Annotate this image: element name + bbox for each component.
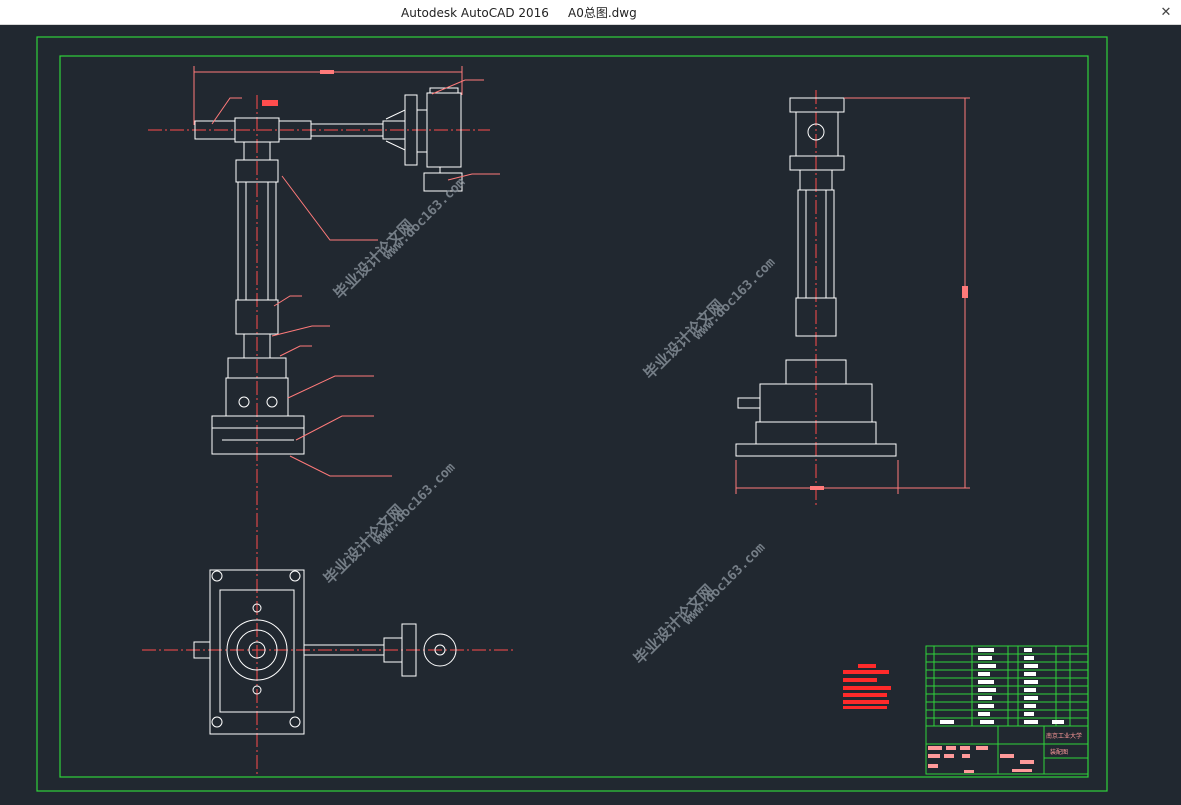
- school-name: 南京工业大学: [1046, 732, 1082, 740]
- outer-frame: [36, 36, 1108, 792]
- parts-list-text: [940, 648, 1064, 724]
- drawing-canvas[interactable]: 毕业设计论文网 www.doc163.com: [0, 24, 1181, 805]
- top-view: [142, 569, 516, 735]
- title-block-labels: [928, 746, 1034, 773]
- window-title: Autodesk AutoCAD 2016 A0总图.dwg: [401, 6, 637, 20]
- watermark: [320, 168, 779, 673]
- title-block: [925, 645, 1089, 775]
- side-view: [735, 90, 970, 505]
- drawing-name: 装配图: [1050, 748, 1068, 756]
- title-bar: Autodesk AutoCAD 2016 A0总图.dwg ✕: [0, 0, 1181, 25]
- close-icon[interactable]: ✕: [1160, 4, 1172, 19]
- front-view: [148, 66, 500, 775]
- cad-drawing[interactable]: 毕业设计论文网 www.doc163.com: [0, 24, 1181, 805]
- inner-frame: [59, 55, 1089, 778]
- technical-requirements: [843, 664, 891, 709]
